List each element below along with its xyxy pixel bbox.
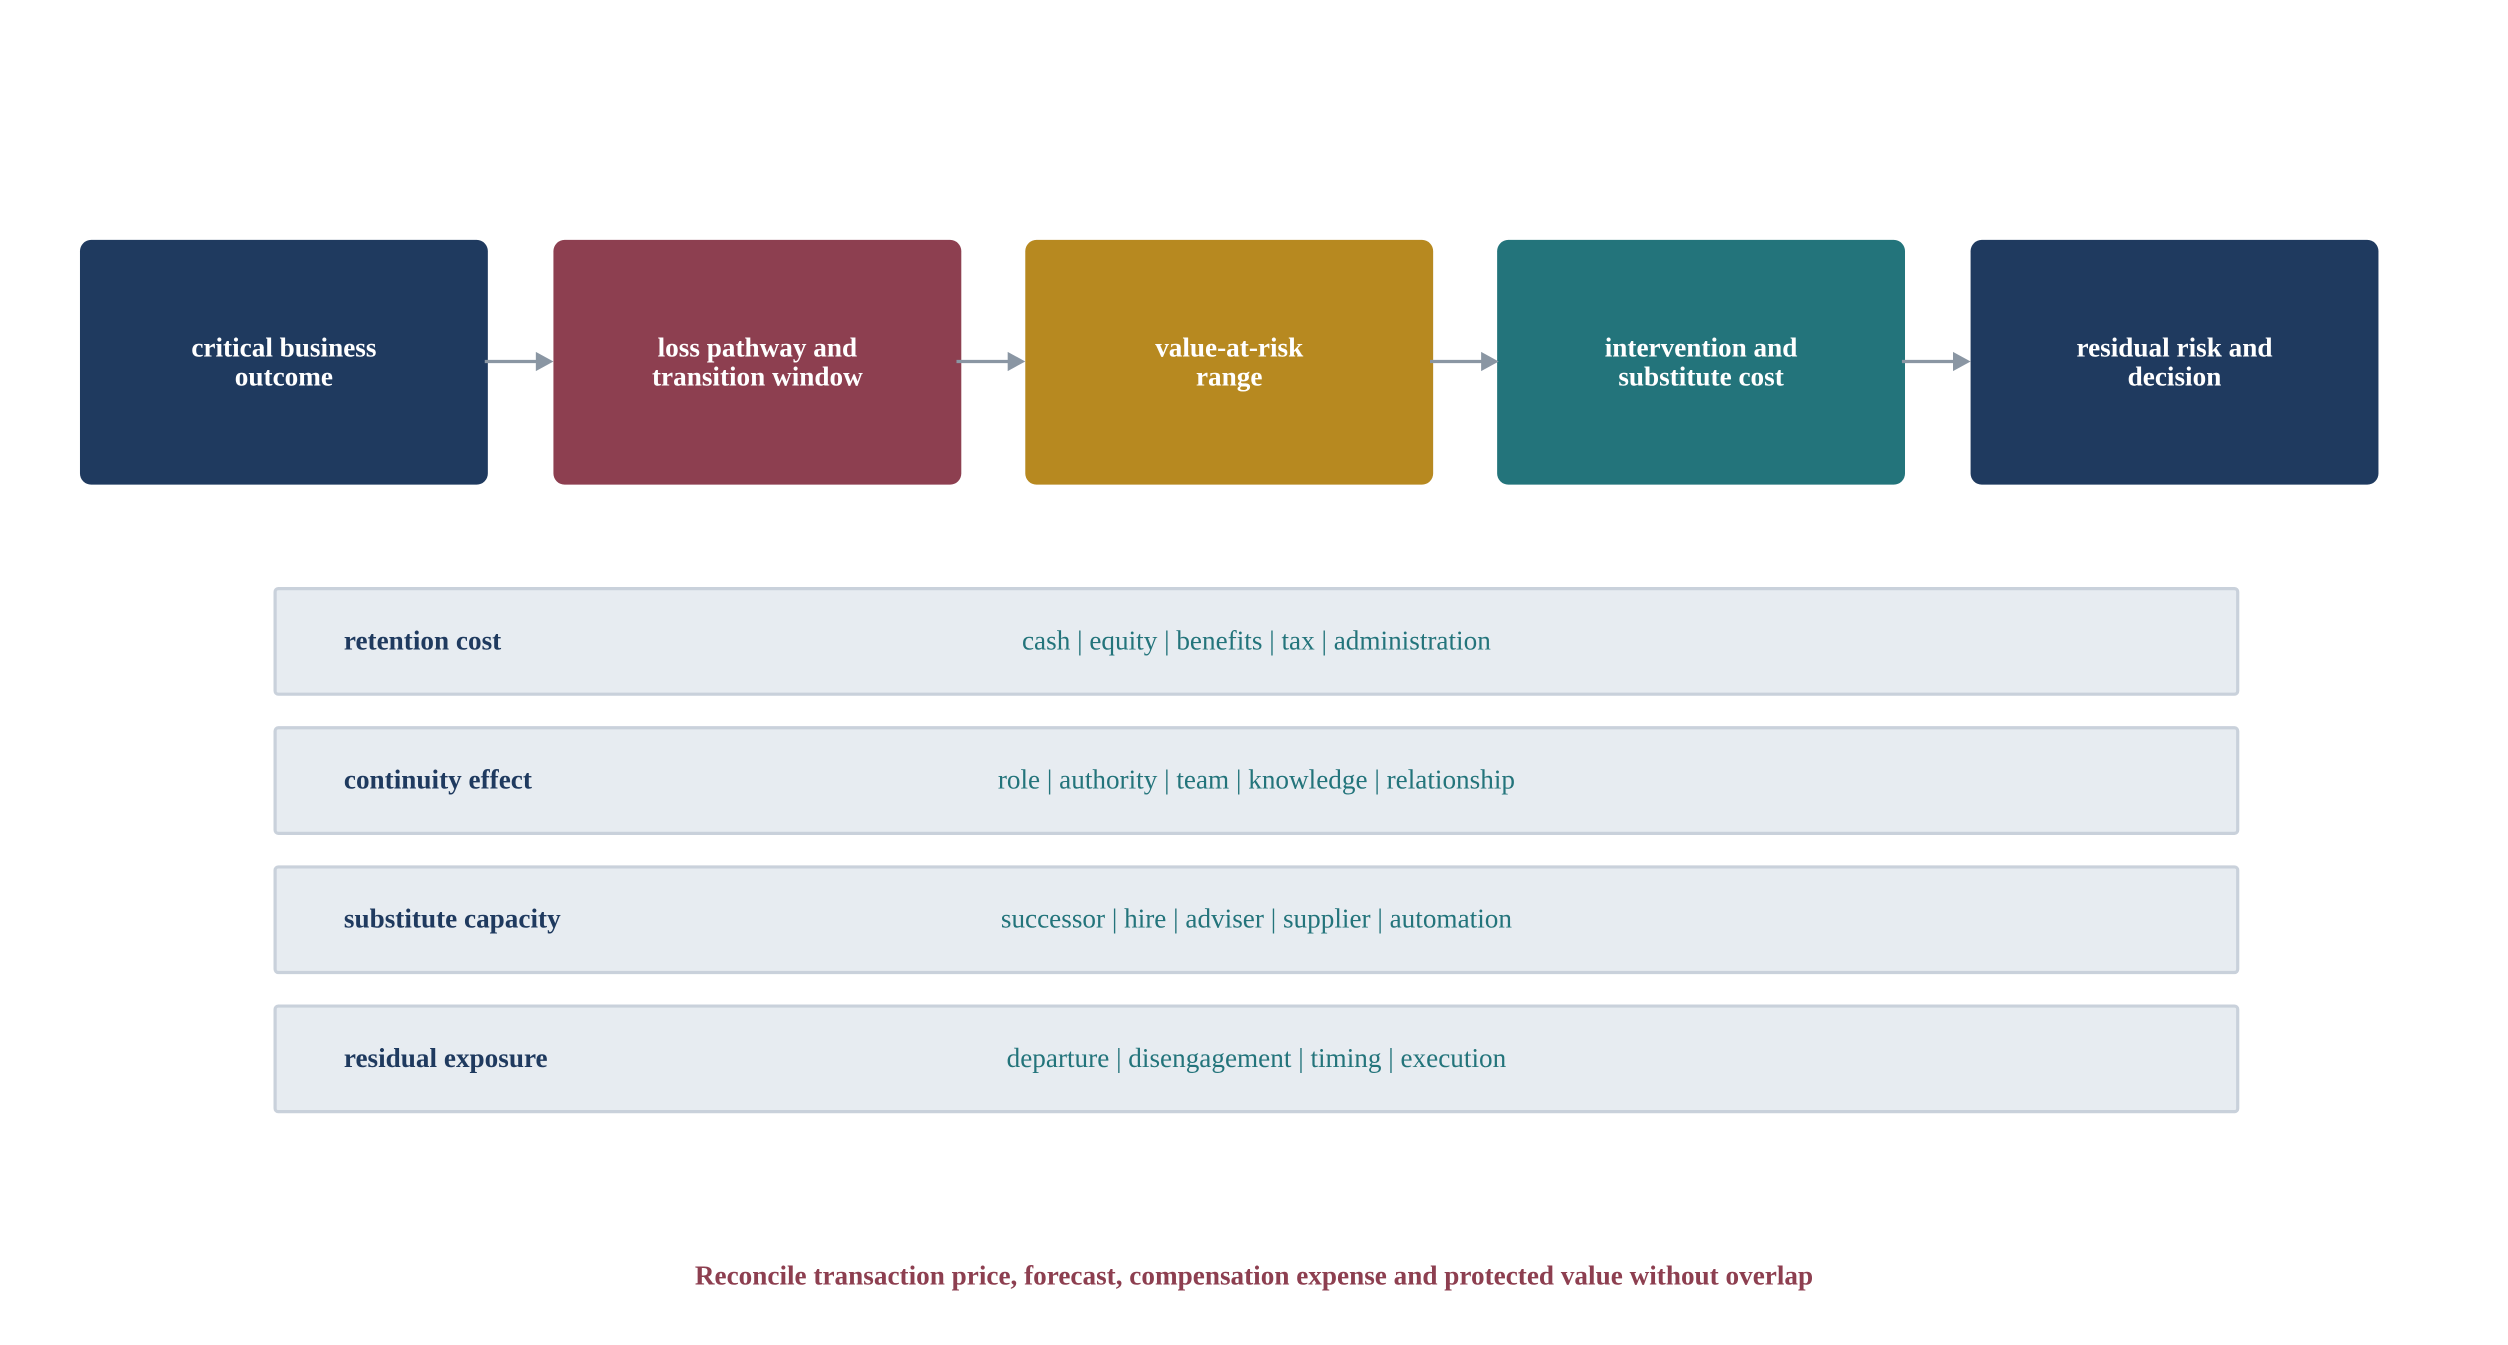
- arrow-icon: [484, 351, 554, 372]
- row-values: cash | equity | benefits | tax | adminis…: [1021, 625, 1491, 656]
- flow-box-label: value-at-risk range: [1155, 331, 1304, 392]
- flow-box-value-at-risk: value-at-risk range: [1025, 239, 1434, 485]
- row-retention-cost: retention cost cash | equity | benefits …: [273, 587, 2240, 696]
- row-continuity-effect: continuity effect role | authority | tea…: [273, 726, 2240, 835]
- flow-box-label: loss pathway and transition window: [651, 331, 863, 392]
- row-residual-exposure: residual exposure departure | disengagem…: [273, 1004, 2240, 1114]
- flow-box-label: critical business outcome: [191, 331, 377, 392]
- flow-box-label: intervention and substitute cost: [1604, 331, 1798, 392]
- row-label: substitute capacity: [343, 903, 561, 935]
- flow-box-intervention: intervention and substitute cost: [1497, 239, 1906, 485]
- arrow-icon: [1901, 351, 1971, 372]
- flow-box-critical-business-outcome: critical business outcome: [79, 239, 488, 485]
- flow-box-residual-risk: residual risk and decision: [1970, 239, 2379, 485]
- arrow-icon: [1429, 351, 1499, 372]
- row-label: retention cost: [343, 625, 502, 656]
- row-values: role | authority | team | knowledge | re…: [997, 764, 1515, 795]
- row-label: residual exposure: [343, 1042, 548, 1074]
- arrow-icon: [956, 351, 1026, 372]
- row-values: successor | hire | adviser | supplier | …: [1000, 903, 1512, 935]
- footer-note: Reconcile transaction price, forecast, c…: [694, 1260, 1814, 1291]
- flow-box-loss-pathway: loss pathway and transition window: [553, 239, 962, 485]
- row-label: continuity effect: [343, 764, 532, 795]
- flow-box-label: residual risk and decision: [2076, 331, 2273, 392]
- row-values: departure | disengagement | timing | exe…: [1006, 1042, 1507, 1074]
- row-substitute-capacity: substitute capacity successor | hire | a…: [273, 865, 2240, 975]
